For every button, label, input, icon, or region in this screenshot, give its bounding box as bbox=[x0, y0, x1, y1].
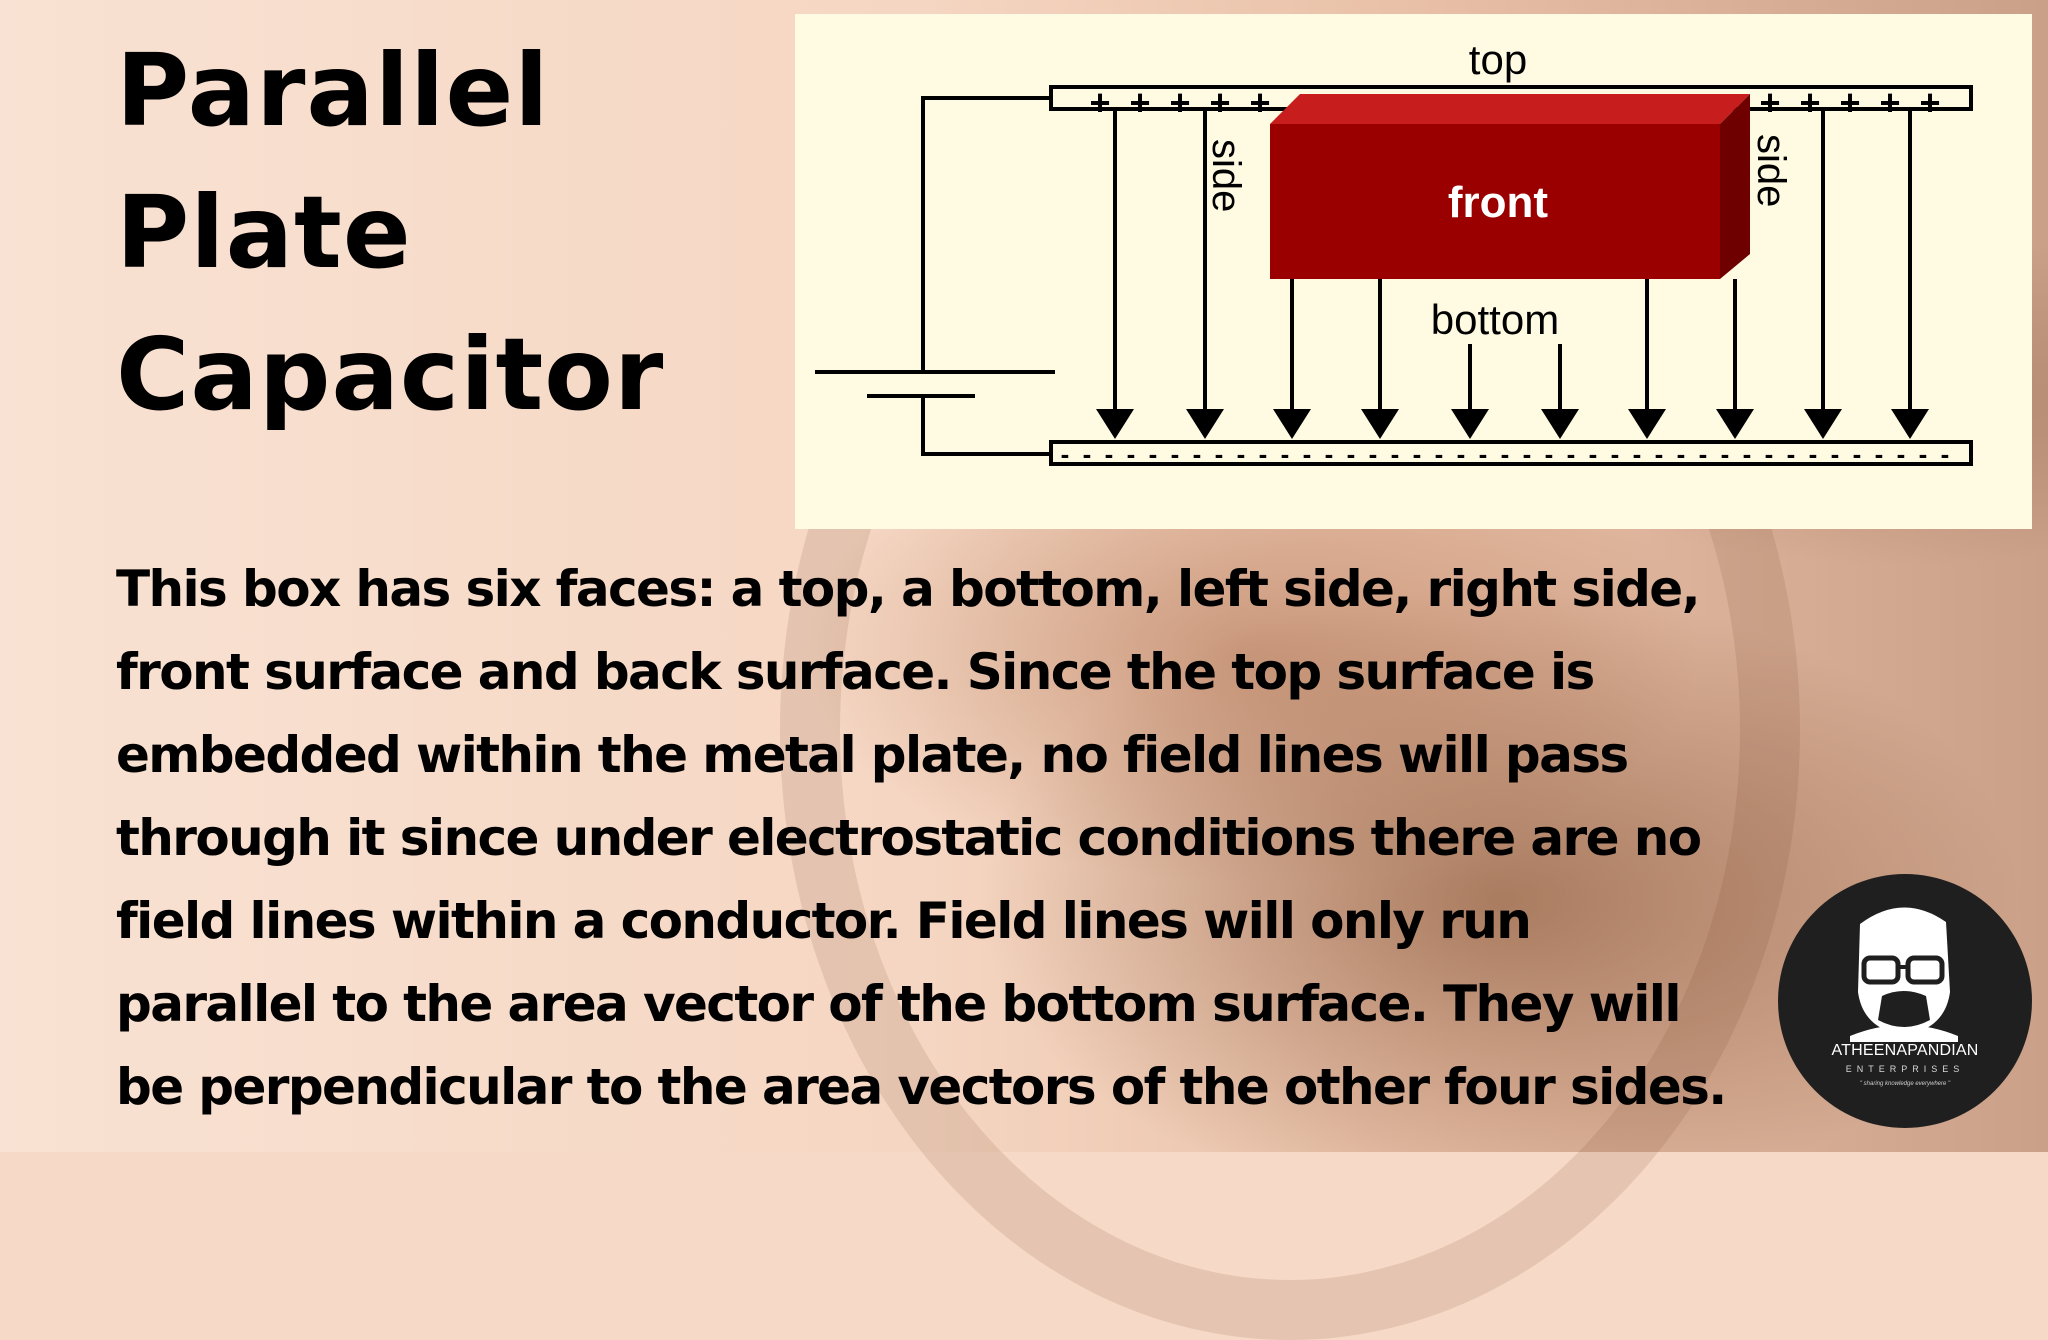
field-arrowhead bbox=[1716, 409, 1754, 439]
label-front: front bbox=[1448, 178, 1549, 227]
minus-charge: - bbox=[1457, 439, 1466, 469]
minus-charge: - bbox=[1787, 439, 1796, 469]
minus-charge: - bbox=[1611, 439, 1620, 469]
minus-charge: - bbox=[1237, 439, 1246, 469]
gaussian-box bbox=[1270, 94, 1750, 279]
company-logo: ATHEENAPANDIAN ENTERPRISES " sharing kno… bbox=[1778, 874, 2032, 1128]
minus-charge: - bbox=[1193, 439, 1202, 469]
minus-charge: - bbox=[1281, 439, 1290, 469]
minus-charge: - bbox=[1215, 439, 1224, 469]
box-side-face bbox=[1720, 94, 1750, 279]
bald-man-glasses-goatee-icon bbox=[1850, 907, 1958, 1042]
minus-charge: - bbox=[1127, 439, 1136, 469]
minus-charge: - bbox=[1083, 439, 1092, 469]
field-arrowhead bbox=[1273, 409, 1311, 439]
title-line-2: Plate bbox=[116, 174, 412, 291]
bottom-plate bbox=[1049, 440, 1973, 466]
minus-charge: - bbox=[1897, 439, 1906, 469]
minus-charge: - bbox=[1853, 439, 1862, 469]
label-top: top bbox=[1469, 36, 1527, 83]
title-line-3: Capacitor bbox=[116, 316, 665, 433]
minus-charge: - bbox=[1567, 439, 1576, 469]
description-text: This box has six faces: a top, a bottom,… bbox=[116, 560, 1727, 1116]
field-arrowhead bbox=[1096, 409, 1134, 439]
logo-name: ATHEENAPANDIAN bbox=[1831, 1042, 1979, 1059]
field-lines bbox=[1096, 109, 1929, 439]
capacitor-diagram-svg: ----------------------------------------… bbox=[815, 36, 1973, 469]
minus-charge: - bbox=[1347, 439, 1356, 469]
minus-charge: - bbox=[1171, 439, 1180, 469]
minus-charge: - bbox=[1303, 439, 1312, 469]
field-arrowhead bbox=[1186, 409, 1224, 439]
box-front-face bbox=[1270, 124, 1720, 279]
minus-charge: - bbox=[1699, 439, 1708, 469]
minus-charge: - bbox=[1325, 439, 1334, 469]
battery-circuit bbox=[815, 96, 1055, 456]
minus-charge: - bbox=[1523, 439, 1532, 469]
plus-charge: + bbox=[1209, 82, 1230, 123]
plus-charge: + bbox=[1089, 82, 1110, 123]
plus-charge: + bbox=[1129, 82, 1150, 123]
minus-charge: - bbox=[1809, 439, 1818, 469]
plus-charge: + bbox=[1799, 82, 1820, 123]
minus-charge: - bbox=[1369, 439, 1378, 469]
plus-charge: + bbox=[1879, 82, 1900, 123]
field-arrowhead bbox=[1628, 409, 1666, 439]
minus-charge: - bbox=[1721, 439, 1730, 469]
minus-charge: - bbox=[1765, 439, 1774, 469]
field-arrowhead bbox=[1361, 409, 1399, 439]
minus-charge: - bbox=[1545, 439, 1554, 469]
plus-charge: + bbox=[1249, 82, 1270, 123]
field-arrowhead bbox=[1804, 409, 1842, 439]
plus-charge: + bbox=[1839, 82, 1860, 123]
minus-charge: - bbox=[1875, 439, 1884, 469]
minus-charge: - bbox=[1061, 439, 1070, 469]
minus-charge: - bbox=[1633, 439, 1642, 469]
minus-charge: - bbox=[1941, 439, 1950, 469]
minus-charge: - bbox=[1677, 439, 1686, 469]
field-arrowhead bbox=[1541, 409, 1579, 439]
minus-charge: - bbox=[1479, 439, 1488, 469]
wire-top bbox=[921, 96, 1051, 372]
minus-charge: - bbox=[1831, 439, 1840, 469]
logo-tagline: " sharing knowledge everywhere " bbox=[1859, 1081, 1951, 1087]
slide-title: Parallel Plate Capacitor bbox=[116, 20, 676, 446]
minus-charge: - bbox=[1105, 439, 1114, 469]
top-plate-charges: + + + + + + + + + + bbox=[1089, 82, 1940, 123]
field-arrowhead bbox=[1451, 409, 1489, 439]
capacitor-diagram: ----------------------------------------… bbox=[795, 14, 2032, 529]
bottom-plate-charges: ----------------------------------------… bbox=[1061, 439, 1950, 469]
minus-charge: - bbox=[1413, 439, 1422, 469]
minus-charge: - bbox=[1391, 439, 1400, 469]
minus-charge: - bbox=[1743, 439, 1752, 469]
minus-charge: - bbox=[1655, 439, 1664, 469]
label-side-left: side bbox=[1204, 139, 1248, 212]
minus-charge: - bbox=[1435, 439, 1444, 469]
label-bottom: bottom bbox=[1431, 296, 1559, 343]
minus-charge: - bbox=[1501, 439, 1510, 469]
plus-charge: + bbox=[1169, 82, 1190, 123]
title-line-1: Parallel bbox=[116, 32, 550, 149]
wire-bottom bbox=[921, 396, 1051, 456]
minus-charge: - bbox=[1259, 439, 1268, 469]
minus-charge: - bbox=[1919, 439, 1928, 469]
label-side-right: side bbox=[1749, 134, 1793, 207]
box-top-face bbox=[1270, 94, 1750, 124]
plus-charge: + bbox=[1759, 82, 1780, 123]
plus-charge: + bbox=[1919, 82, 1940, 123]
minus-charge: - bbox=[1149, 439, 1158, 469]
minus-charge: - bbox=[1589, 439, 1598, 469]
logo-subtitle: ENTERPRISES bbox=[1845, 1064, 1965, 1074]
field-arrowhead bbox=[1891, 409, 1929, 439]
